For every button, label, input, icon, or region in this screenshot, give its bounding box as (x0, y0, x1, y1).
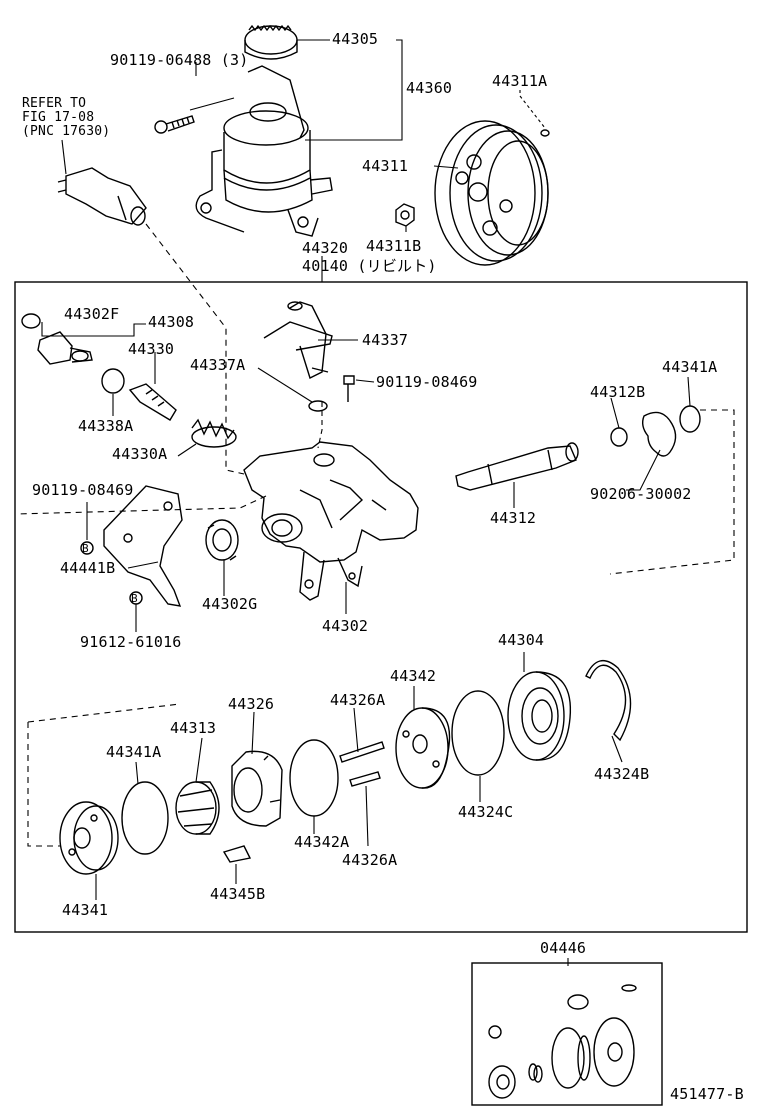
label-44342: 44342 (390, 667, 437, 685)
label-90206-30002: 90206-30002 (590, 485, 692, 503)
vane-44345b (222, 845, 252, 863)
label-44345b: 44345B (210, 885, 266, 903)
seal-90206 (641, 411, 677, 457)
reservoir-tank (195, 65, 333, 237)
label-90119-08469-a: 90119-08469 (376, 373, 478, 391)
label-44311b: 44311B (366, 237, 422, 255)
label-40140: 40140 (リビルト) (302, 257, 437, 275)
pin-44326a-lower (349, 771, 381, 787)
label-44330: 44330 (128, 340, 175, 358)
o-ring-44341a-lower (121, 781, 169, 855)
pump-bracket (103, 485, 183, 607)
label-44326a-upper: 44326A (330, 691, 386, 709)
reservoir-bolt (154, 115, 195, 134)
o-ring-44342a (289, 739, 339, 817)
label-44311a: 44311A (492, 72, 548, 90)
pressure-switch (57, 167, 147, 226)
pin-44326a-upper (339, 741, 385, 763)
label-44304: 44304 (498, 631, 545, 649)
side-plate-44342 (395, 707, 451, 789)
label-refer-line3: (PNC 17630) (22, 124, 111, 139)
label-44360: 44360 (406, 79, 453, 97)
label-44311: 44311 (362, 157, 409, 175)
snap-ring-44312b (610, 427, 628, 447)
label-91612-61016: 91612-61016 (80, 633, 182, 651)
label-44312: 44312 (490, 509, 537, 527)
o-ring-44337a (308, 400, 328, 412)
union-bolt (343, 375, 355, 402)
label-44302f: 44302F (64, 305, 120, 323)
valve-spring (191, 418, 237, 448)
o-ring-44341a-top (679, 405, 701, 433)
label-90119-08469-b: 90119-08469 (32, 481, 134, 499)
pump-shaft (455, 442, 579, 491)
pulley-key (540, 129, 550, 137)
label-refer-line2: FIG 17-08 (22, 110, 95, 125)
flow-control-valve (128, 383, 177, 421)
label-44320: 44320 (302, 239, 349, 257)
bolt-mark-b-label: B (131, 592, 138, 605)
pump-housing (243, 441, 419, 601)
suction-port-union (263, 301, 333, 379)
cam-ring-44326 (231, 750, 283, 827)
label-44305: 44305 (332, 30, 379, 48)
pump-pulley (434, 120, 549, 266)
label-04446: 04446 (540, 939, 587, 957)
label-44324c: 44324C (458, 803, 514, 821)
bolt-mark-a-label: B (82, 542, 89, 555)
label-44312b: 44312B (590, 383, 646, 401)
label-44308: 44308 (148, 313, 195, 331)
label-44337: 44337 (362, 331, 409, 349)
o-ring-44338a (101, 368, 125, 394)
front-plate-44341 (59, 801, 119, 875)
label-refer-line1: REFER TO (22, 96, 87, 111)
label-44338a: 44338A (78, 417, 134, 435)
pump-cover-44304 (507, 671, 572, 761)
label-44302: 44302 (322, 617, 369, 635)
assembly-frame (14, 281, 748, 933)
figure-id: 451477-B (670, 1085, 744, 1103)
label-44337a: 44337A (190, 356, 246, 374)
oil-seal-44302g (205, 519, 239, 561)
bolt-mark-a (80, 541, 94, 555)
label-44313: 44313 (170, 719, 217, 737)
label-44341a-top: 44341A (662, 358, 718, 376)
label-44324b: 44324B (594, 765, 650, 783)
o-ring-44324c (451, 690, 505, 776)
snap-ring-44324b (585, 659, 632, 742)
label-44302g: 44302G (202, 595, 258, 613)
label-44326: 44326 (228, 695, 275, 713)
pulley-nut (395, 203, 415, 227)
label-90119-06488: 90119-06488 (3) (110, 51, 249, 69)
reservoir-cap (244, 24, 298, 60)
label-44342a: 44342A (294, 833, 350, 851)
label-44330a: 44330A (112, 445, 168, 463)
gasket-kit-parts (488, 984, 637, 1099)
label-44441b: 44441B (60, 559, 116, 577)
rotor-44313 (175, 781, 220, 835)
gasket-kit-frame (471, 962, 663, 1106)
label-44341: 44341 (62, 901, 109, 919)
label-44341a-lower: 44341A (106, 743, 162, 761)
label-44326a-lower: 44326A (342, 851, 398, 869)
flow-control-valve-plug (21, 313, 93, 365)
leader-lines (15, 39, 735, 966)
